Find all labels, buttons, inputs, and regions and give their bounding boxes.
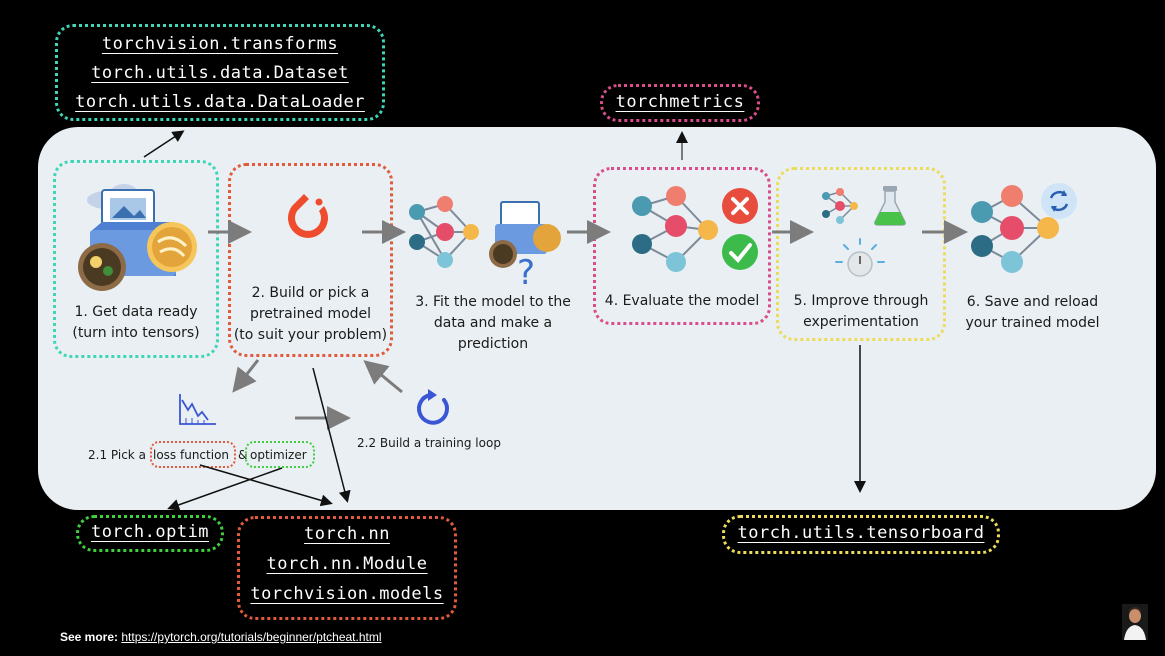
flask-icon [874, 186, 906, 226]
step5-label: 5. Improve through experimentation [778, 291, 944, 333]
step5-box [776, 167, 946, 341]
refresh-icon [1041, 183, 1077, 219]
step1-line2: (turn into tensors) [72, 325, 200, 341]
lib-dataset: torch.utils.data.Dataset [91, 63, 349, 83]
step2-box [228, 163, 393, 357]
eval-net-icon [632, 186, 718, 272]
cheatsheet-link[interactable]: https://pytorch.org/tutorials/beginner/p… [121, 630, 382, 644]
step1-label: 1. Get data ready (turn into tensors) [55, 302, 217, 344]
metrics-box [600, 84, 760, 122]
optim-box [76, 515, 224, 552]
step5-line2: experimentation [803, 314, 919, 330]
step2-label: 2. Build or pick a pretrained model (to … [228, 283, 393, 346]
step3-line1: 3. Fit the model to the [415, 294, 571, 310]
arrow-2-to-nn [312, 367, 351, 503]
step3-line2: data and make a [433, 315, 553, 331]
step2-line2: pretrained model [249, 306, 372, 322]
small-net-icon [822, 188, 858, 224]
step1-line1: 1. Get data ready [74, 304, 198, 320]
saved-net-icon [971, 185, 1059, 273]
arrow-2-to-loss [232, 359, 260, 393]
lib-torchvision-transforms: torchvision.transforms [101, 34, 339, 54]
lib-torch-nn-module: torch.nn.Module [266, 554, 428, 574]
step4-box [593, 167, 771, 325]
loss-function-label: loss function [153, 448, 230, 462]
tensorboard-box [722, 515, 1000, 554]
arrow-loop-to-2 [363, 360, 403, 394]
svg-text:?: ? [517, 253, 535, 288]
cross-icon [722, 188, 758, 224]
step6-line1: 6. Save and reload [966, 294, 1099, 310]
lib-tensorboard: torch.utils.tensorboard [737, 523, 985, 543]
nn-libraries-box [237, 516, 457, 620]
loss-chart-icon [179, 394, 216, 425]
step2-line1: 2. Build or pick a [251, 285, 370, 301]
arrow-to-data-libs [143, 130, 185, 158]
step1-box [53, 160, 219, 358]
check-icon [722, 234, 758, 270]
lib-torchvision-models: torchvision.models [250, 584, 444, 604]
step4-label: 4. Evaluate the model [604, 293, 760, 309]
ampersand-label: & [238, 448, 248, 462]
lib-torch-optim: torch.optim [90, 522, 210, 542]
neural-net-icon [409, 196, 479, 268]
substep-2-1-prefix: 2.1 Pick a [88, 448, 146, 462]
loss-function-box [150, 441, 236, 468]
dial-icon [835, 238, 885, 277]
optimizer-box [245, 441, 315, 468]
pytorch-logo-icon [288, 194, 328, 238]
step2-line3: (to suit your problem) [233, 327, 388, 343]
step6-line2: your trained model [965, 315, 1100, 331]
see-more-footer: See more: https://pytorch.org/tutorials/… [60, 630, 382, 644]
arrow-optimizer-to-optim [167, 467, 283, 511]
lib-torchmetrics: torchmetrics [615, 92, 745, 112]
step5-line1: 5. Improve through [793, 293, 929, 309]
optimizer-label: optimizer [250, 448, 307, 462]
step3-line3: prediction [457, 336, 529, 352]
lib-torch-nn: torch.nn [304, 524, 390, 544]
presenter-avatar [1122, 604, 1148, 640]
data-libraries-box [55, 24, 385, 121]
step3-label: 3. Fit the model to the data and make a … [398, 292, 588, 355]
data-question-icon: ? [489, 201, 561, 288]
substep-2-2-label: 2.2 Build a training loop [357, 436, 501, 450]
step6-label: 6. Save and reload your trained model [950, 292, 1115, 334]
training-loop-icon [417, 389, 449, 425]
food-folder-icon [78, 184, 197, 291]
arrow-loss-to-nn [199, 464, 333, 507]
see-more-label: See more: [60, 630, 119, 644]
lib-dataloader: torch.utils.data.DataLoader [75, 92, 365, 112]
